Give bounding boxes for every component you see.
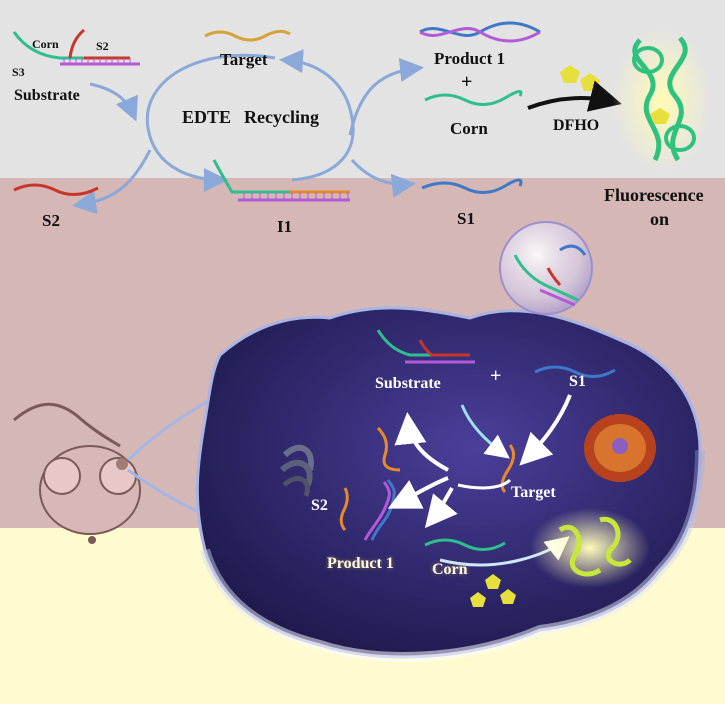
label-substrate: Substrate [14, 87, 80, 104]
cell-dfho-molecules [470, 574, 516, 607]
cell-arrow-substrate-to-target [460, 404, 510, 459]
label-dfho: DFHO [553, 117, 600, 134]
label-plus-top: + [461, 71, 473, 93]
product1-helix [419, 21, 541, 43]
golgi-organelle [279, 444, 314, 497]
cell-arrow-to-substrate [394, 412, 449, 472]
label-recycling: Recycling [244, 107, 319, 127]
nucleus-organelle [584, 414, 656, 482]
cell-corn-strand [424, 538, 506, 551]
product-out-arrow [348, 57, 424, 136]
target-strand [204, 29, 291, 42]
cell-label-plus: + [490, 365, 502, 387]
vesicle-bubble [499, 221, 593, 315]
cell-arrow-s1-to-target [519, 394, 572, 466]
s1-in-arrow [350, 158, 416, 198]
substrate-complex [12, 28, 140, 66]
label-corn: Corn [32, 37, 59, 51]
cell-rim [200, 449, 705, 662]
s2-out-arrow [72, 149, 152, 215]
label-s2: S2 [96, 39, 109, 53]
label-corn-top: Corn [450, 119, 488, 138]
cell-s2-strand [339, 487, 349, 531]
cell-fluorescence-complex [530, 508, 650, 588]
cell-label-corn: Corn [432, 561, 468, 578]
label-s1: S1 [457, 209, 475, 228]
s2-strand [13, 183, 99, 196]
label-on: on [650, 209, 670, 229]
label-s2-released: S2 [42, 211, 60, 230]
s1-strand [421, 178, 523, 194]
label-target: Target [220, 50, 268, 69]
label-s3: S3 [12, 65, 25, 79]
cell-arrow-target-link [457, 478, 512, 490]
cell-substrate-complex [376, 329, 475, 364]
cell-arrow-to-product [424, 486, 458, 529]
cell-target-strand-1 [376, 426, 401, 472]
substrate-in-arrow [89, 82, 138, 122]
cell-label-product1: Product 1 [327, 555, 394, 572]
i1-complex [212, 159, 350, 202]
label-edte: EDTE [182, 107, 232, 127]
label-product1: Product 1 [434, 49, 505, 68]
recycling-arrow-left [145, 53, 276, 192]
cell-label-s1: S1 [569, 373, 586, 390]
cell-arrow-to-s2 [387, 476, 449, 509]
corn-strand [424, 90, 523, 106]
cell-label-substrate: Substrate [375, 375, 441, 392]
cell-s1-strand [534, 365, 616, 378]
cell-label-target: Target [511, 484, 556, 501]
recycling-arrow-right [279, 49, 355, 182]
fluorescence-complex [612, 28, 712, 172]
label-i1: I1 [277, 217, 293, 236]
cell-label-s2: S2 [311, 497, 328, 514]
vesicle-dna [513, 244, 587, 307]
mouse-illustration [13, 402, 141, 544]
cell-target-strand-2 [500, 444, 515, 494]
label-fluorescence: Fluorescence [604, 185, 704, 205]
dfho-arrow [527, 80, 622, 112]
